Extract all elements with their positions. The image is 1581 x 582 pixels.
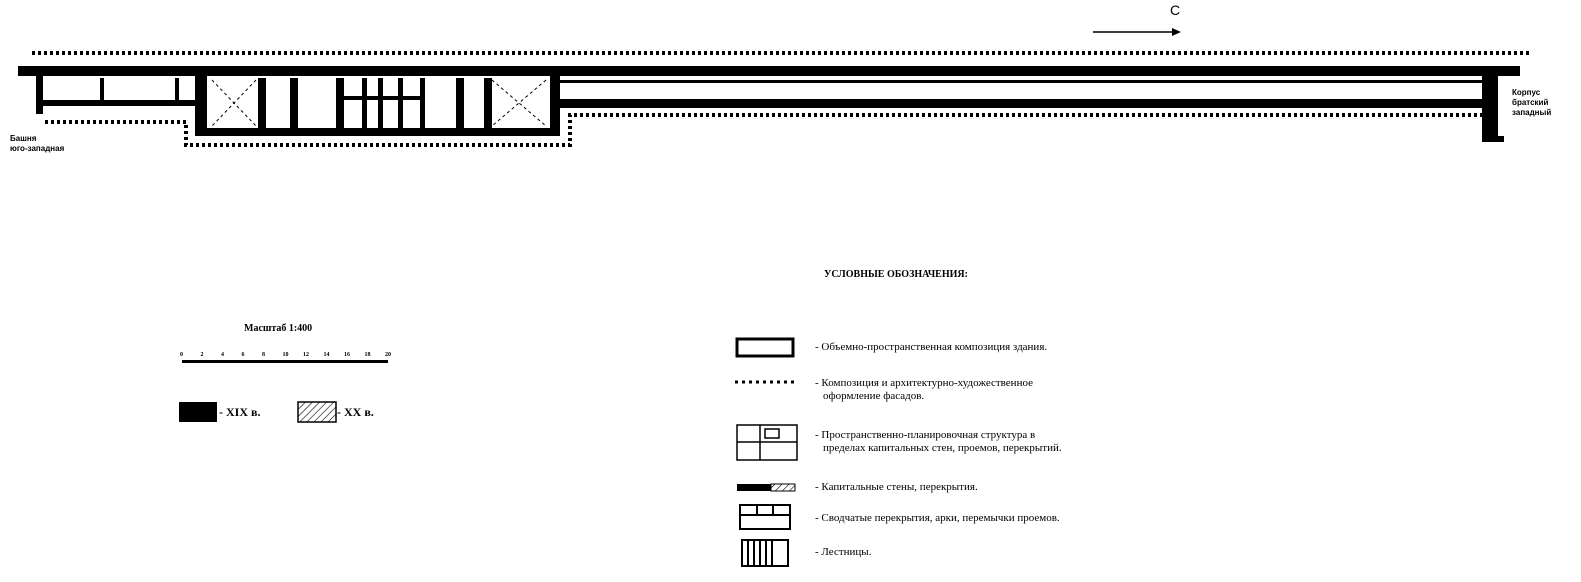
scale-tick-label: 12 [303, 352, 309, 358]
legend-item-facades: - Композиция и архитектурно-художественн… [815, 377, 1033, 403]
label-right-building: Корпус братский западный [1512, 88, 1551, 118]
capital-walls [18, 66, 1520, 142]
scale-tick-label: 16 [344, 352, 350, 358]
label-line: Корпус [1512, 88, 1541, 97]
vault-icon [739, 504, 791, 530]
label-line: юго-западная [10, 144, 65, 153]
xx-label: - XX в. [337, 405, 374, 419]
scale-tick-label: 2 [200, 352, 204, 358]
xix-swatch [179, 402, 217, 422]
vaulted-rooms [211, 79, 547, 127]
legend-text: - Сводчатые перекрытия, арки, перемычки … [815, 512, 1060, 524]
scale-tick-label: 20 [385, 352, 391, 358]
scale-title: Масштаб 1:400 [244, 323, 313, 334]
label-line: Башня [10, 134, 37, 143]
facade-dotted-lines [32, 51, 1530, 147]
wall-bar-icon [737, 483, 796, 492]
xix-label: - XIX в. [219, 405, 261, 419]
legend-text: - Пространственно-планировочная структур… [815, 429, 1036, 441]
label-line: братский [1512, 98, 1549, 107]
legend-text: - Капитальные стены, перекрытия. [815, 481, 978, 493]
legend-text: оформление фасадов. [823, 390, 925, 402]
legend-text: - Объемно-пространственная композиция зд… [815, 341, 1048, 353]
scale-tick-label: 6 [241, 352, 245, 358]
legend-item-composition: - Объемно-пространственная композиция зд… [815, 341, 1047, 354]
scale-bar [182, 360, 388, 363]
corridor-line [560, 80, 1482, 83]
legend-title: УСЛОВНЫЕ ОБОЗНАЧЕНИЯ: [824, 269, 968, 280]
stairs-icon [741, 539, 789, 567]
legend-item-vaults: - Сводчатые перекрытия, арки, перемычки … [815, 512, 1060, 525]
scale-tick-label: 10 [282, 352, 289, 358]
legend-text: - Композиция и архитектурно-художественн… [815, 377, 1033, 389]
scale-tick-label: 14 [323, 352, 330, 358]
label-line: западный [1512, 108, 1552, 117]
scale-tick-label: 8 [262, 352, 265, 358]
label-left-tower: Башня юго-западная [10, 134, 64, 154]
legend-item-walls: - Капитальные стены, перекрытия. [815, 481, 978, 494]
floor-plan-icon [736, 424, 798, 461]
north-label: С [1170, 2, 1181, 18]
north-arrow-icon [1093, 28, 1181, 36]
legend-text: - Лестницы. [815, 546, 872, 558]
scale-tick-label: 0 [180, 352, 183, 358]
xx-swatch [297, 401, 337, 423]
legend-text: пределах капитальных стен, проемов, пере… [823, 442, 1062, 454]
rectangle-outline-icon [735, 337, 795, 358]
scale-tick-label: 4 [221, 352, 224, 358]
scale-tick-label: 18 [364, 352, 371, 358]
legend-item-stairs: - Лестницы. [815, 546, 871, 559]
legend-item-structure: - Пространственно-планировочная структур… [815, 429, 1062, 455]
